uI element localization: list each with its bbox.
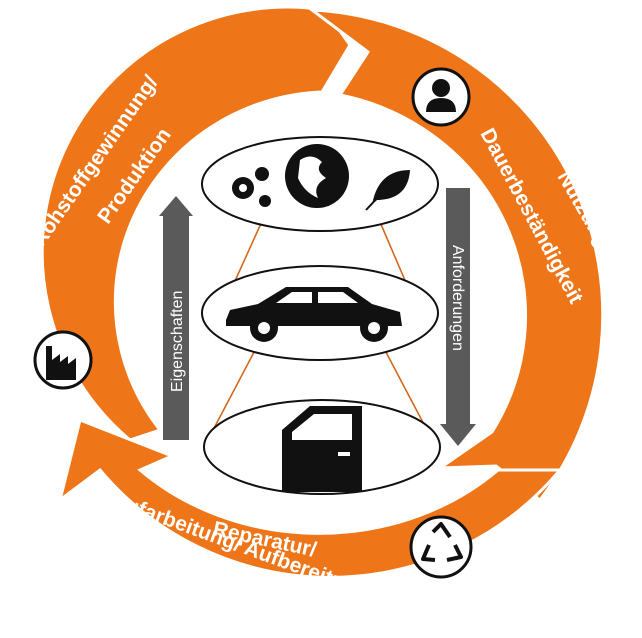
label-anforderungen: Anforderungen: [449, 245, 466, 351]
segment-rohstoff: [40, 5, 352, 442]
gears-icon: [232, 167, 271, 207]
level-component: [203, 399, 441, 495]
factory-icon: [33, 330, 93, 390]
label-eigenschaften: Eigenschaften: [169, 291, 186, 392]
globe-icon: [285, 144, 349, 208]
car-icon: [226, 287, 402, 342]
recycle-icon: [409, 515, 473, 579]
requirements-arrow: Anforderungen: [440, 188, 476, 446]
level-vehicle: [201, 265, 439, 361]
level-environment: [201, 136, 439, 232]
properties-arrow: Eigenschaften: [159, 196, 193, 440]
user-icon: [411, 67, 471, 127]
car-door-icon: [282, 406, 362, 492]
leaf-icon: [365, 170, 410, 211]
